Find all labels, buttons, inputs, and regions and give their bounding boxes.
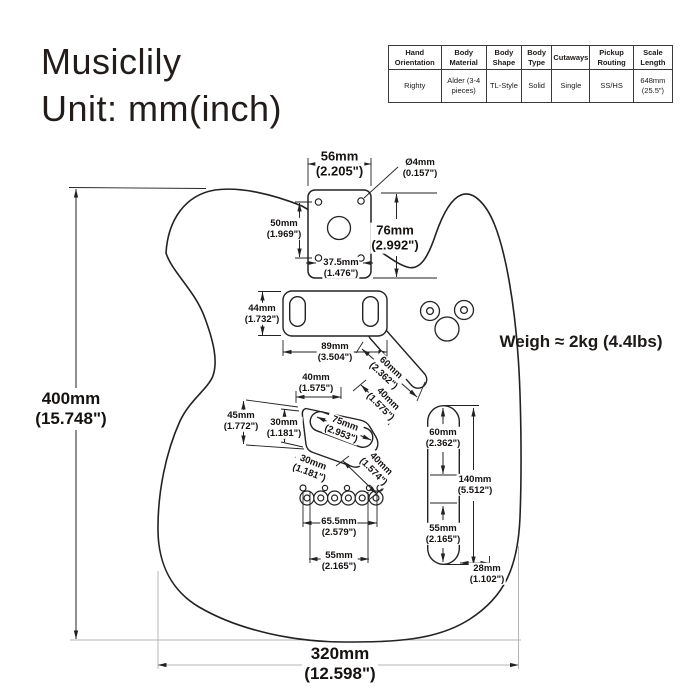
spec-header-3: Body Type (520, 45, 553, 70)
page-title: Musiclily Unit: mm(inch) (41, 38, 282, 132)
dim-label-bridge-left-u-inch: (1.181") (266, 428, 302, 439)
extension-lines-gray (70, 546, 521, 669)
dim-label-cavity-top: 60mm(2.362") (424, 426, 462, 450)
dim-label-bridge-left-u: 30mm(1.181") (265, 416, 303, 440)
dimension-lines (73, 161, 490, 640)
dim-label-pocket-length: 76mm(2.992") (370, 222, 420, 254)
dim-label-ferrule-outer: 65.5mm(2.579") (320, 515, 358, 539)
dim-label-neck-pickup-h-inch: (1.732") (244, 314, 280, 325)
dim-label-pocket-screw-v: 50mm(1.969") (265, 217, 303, 241)
dim-label-overall-width-mm: 320mm (310, 643, 370, 663)
dim-label-cavity-bottom-inch: (2.165") (425, 534, 461, 545)
dim-label-overall-width: 320mm(12.598") (303, 643, 377, 685)
spec-header-1: Body Material (440, 45, 487, 70)
dim-label-neck-pickup-h-mm: 44mm (248, 302, 276, 314)
dim-label-pocket-width-inch: (2.205") (315, 164, 364, 179)
dim-label-pocket-screw-v-mm: 50mm (270, 217, 298, 229)
spec-value-3: Solid (520, 69, 553, 103)
control-holes (419, 299, 475, 342)
spec-header-4: Cutaways (551, 45, 591, 70)
spec-value-2: TL-Style (485, 69, 522, 103)
dim-label-cavity-offset: 28mm(1.102") (468, 562, 506, 586)
dim-label-neck-pickup-w-inch: (3.504") (317, 352, 353, 363)
dim-label-bridge-top-w-mm: 40mm (302, 371, 330, 383)
dim-label-neck-pickup-w-mm: 89mm (321, 340, 349, 352)
dim-label-pocket-hole-dia-inch: (0.157") (402, 168, 438, 179)
dim-label-pocket-screw-v-inch: (1.969") (266, 229, 302, 240)
dim-label-pocket-length-inch: (2.992") (371, 238, 419, 253)
dim-label-cavity-offset-mm: 28mm (473, 562, 501, 574)
dim-label-overall-length-inch: (15.748") (35, 409, 107, 428)
spec-value-0: Righty (388, 69, 442, 103)
dim-label-cavity-top-mm: 60mm (429, 426, 457, 438)
neck-pocket-center-hole (326, 215, 352, 241)
brand-name: Musiclily (41, 41, 182, 82)
spec-value-6: 648mm (25.5") (632, 69, 674, 103)
dim-label-pocket-screw-h-inch: (1.476") (323, 268, 359, 279)
spec-header-0: Hand Orientation (388, 45, 442, 70)
dim-label-overall-width-inch: (12.598") (304, 664, 376, 683)
dim-label-cavity-length-mm: 140mm (458, 473, 492, 485)
dim-label-pocket-width: 56mm(2.205") (314, 148, 365, 180)
spec-value-5: SS/HS (589, 69, 634, 103)
dim-label-pocket-length-mm: 76mm (376, 222, 414, 238)
dim-label-ferrule-outer-mm: 65.5mm (321, 515, 357, 527)
dim-label-bridge-top-w-inch: (1.575") (298, 383, 334, 394)
spec-header-2: Body Shape (485, 45, 522, 70)
dim-label-cavity-bottom: 55mm(2.165") (424, 522, 462, 546)
dim-label-bridge-left-u-mm: 30mm (270, 416, 298, 428)
dim-label-overall-length-mm: 400mm (41, 388, 101, 408)
spec-header-6: Scale Length (632, 45, 674, 70)
dim-label-cavity-length: 140mm(5.512") (456, 473, 494, 497)
dim-label-pocket-width-mm: 56mm (320, 148, 359, 164)
dim-label-ferrule-inner-inch: (2.165") (321, 561, 357, 572)
spec-value-1: Alder (3-4 pieces) (440, 69, 487, 103)
neck-pickup-cavity (282, 290, 388, 337)
dim-label-pocket-hole-dia: Ø4mm(0.157") (401, 156, 439, 180)
weight-note: Weigh ≈ 2kg (4.4lbs) (499, 332, 663, 351)
dim-label-ferrule-inner-mm: 55mm (325, 549, 353, 561)
dim-label-cavity-offset-inch: (1.102") (469, 574, 505, 585)
spec-header-5: Pickup Routing (589, 45, 634, 70)
dim-label-neck-pickup-w: 89mm(3.504") (316, 340, 354, 364)
dim-label-pocket-screw-h: 37.5mm(1.476") (322, 256, 360, 280)
dim-label-ferrule-outer-inch: (2.579") (321, 527, 357, 538)
dim-label-cavity-top-inch: (2.362") (425, 438, 461, 449)
dim-label-bridge-top-w: 40mm(1.575") (297, 371, 335, 395)
dim-label-ferrule-inner: 55mm(2.165") (320, 549, 358, 573)
dim-label-cavity-length-inch: (5.512") (457, 485, 493, 496)
dim-label-bridge-left-h-inch: (1.772") (223, 421, 259, 432)
unit-note: Unit: mm(inch) (41, 88, 283, 129)
dim-label-bridge-left-h: 45mm(1.772") (222, 409, 260, 433)
dim-label-bridge-left-h-mm: 45mm (227, 409, 255, 421)
dim-label-cavity-bottom-mm: 55mm (429, 522, 457, 534)
dim-label-pocket-hole-dia-mm: Ø4mm (405, 156, 435, 168)
spec-value-4: Single (551, 69, 591, 103)
dim-label-neck-pickup-h: 44mm(1.732") (243, 302, 281, 326)
dim-label-overall-length: 400mm(15.748") (34, 388, 108, 430)
dim-label-pocket-screw-h-mm: 37.5mm (323, 256, 359, 268)
